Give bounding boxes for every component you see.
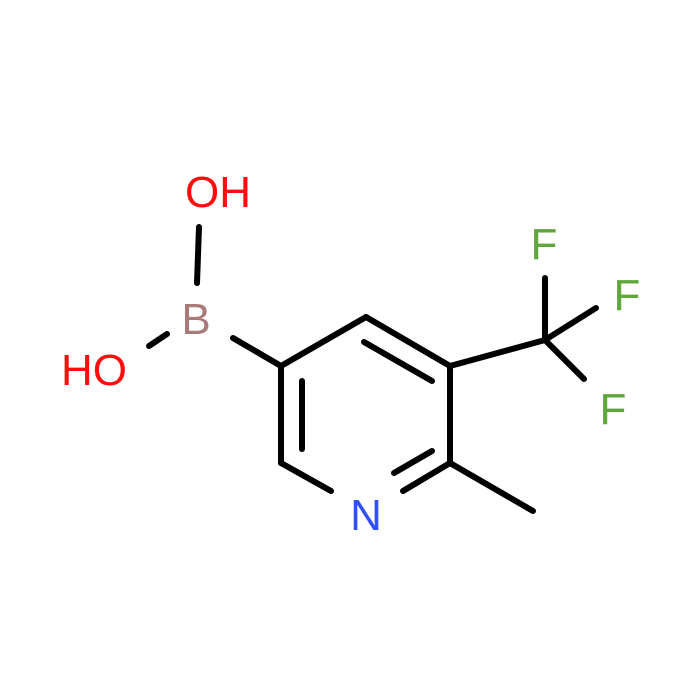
atom-fluorine-3: F: [600, 385, 627, 434]
atom-labels: OH HO B N F F F: [61, 168, 640, 540]
bond-cf3-f2: [542, 305, 599, 343]
atom-boron: B: [181, 295, 210, 344]
bond-ring-c3-c4: [278, 314, 369, 369]
bond-boron-oh-left: [146, 331, 170, 349]
bonds: [146, 224, 599, 514]
bond-ring-c6-n-inner: [391, 448, 435, 476]
bond-cf3: [447, 337, 548, 369]
atom-oh-top: OH: [185, 168, 251, 217]
atom-fluorine-2: F: [614, 271, 641, 320]
bond-ring-c4-c5-inner: [361, 339, 435, 384]
bond-cf3-f3: [542, 337, 587, 382]
bond-ring-c6-n: [400, 460, 453, 494]
atom-fluorine-1: F: [531, 220, 558, 269]
atom-oh-left: HO: [61, 346, 127, 395]
bond-boron-oh-top: [194, 224, 202, 286]
bond-methyl: [447, 460, 536, 514]
atom-nitrogen: N: [350, 491, 382, 540]
bond-boron-ring: [230, 335, 284, 369]
bond-ring-c4-c5: [363, 314, 453, 369]
bond-ring-n-c2: [278, 460, 334, 494]
